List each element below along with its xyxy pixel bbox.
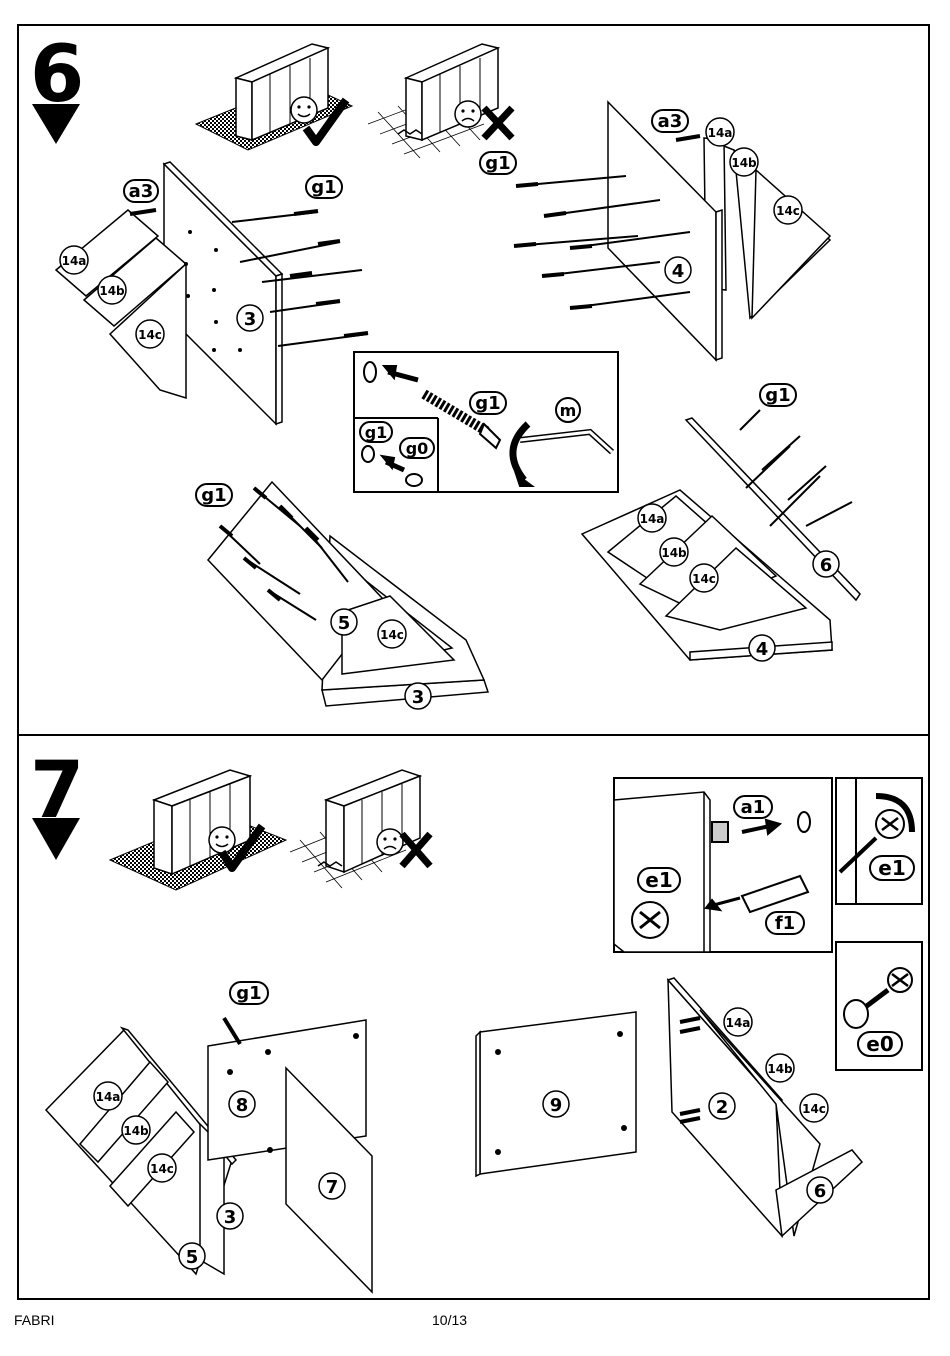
label-3: 3 — [224, 1207, 237, 1228]
footer-brand: FABRI — [14, 1312, 54, 1328]
incorrect-on-floor-icon — [368, 44, 512, 158]
label-g0: g0 — [406, 439, 429, 458]
label-4: 4 — [672, 261, 685, 282]
label-8: 8 — [236, 1095, 249, 1116]
label-5: 5 — [186, 1247, 199, 1268]
label-2: 2 — [716, 1097, 729, 1118]
label-a3: a3 — [129, 181, 154, 202]
label-a1: a1 — [741, 797, 766, 818]
cam-bolt-detail-inset — [354, 352, 618, 492]
label-g1: g1 — [311, 177, 336, 198]
label-e1: e1 — [645, 868, 672, 892]
label-14b: 14b — [731, 156, 757, 170]
label-14a: 14a — [96, 1090, 121, 1104]
step-6-arrow-icon — [32, 104, 80, 144]
label-6: 6 — [814, 1181, 827, 1202]
panel-2-panel-6-assembly-drawing — [668, 978, 862, 1236]
panel-4-panel-6-assembly-drawing — [582, 410, 860, 660]
label-14a: 14a — [640, 512, 665, 526]
label-g1: g1 — [236, 983, 261, 1004]
label-14a: 14a — [62, 254, 87, 268]
label-14c: 14c — [692, 572, 716, 586]
label-f1: f1 — [775, 913, 795, 934]
label-14a: 14a — [726, 1016, 751, 1030]
label-9: 9 — [550, 1095, 563, 1116]
label-14c: 14c — [380, 628, 404, 642]
label-14a: 14a — [708, 126, 733, 140]
label-g1: g1 — [201, 485, 226, 506]
label-14c: 14c — [802, 1102, 826, 1116]
label-3: 3 — [244, 309, 257, 330]
label-g1: g1 — [365, 423, 388, 442]
back-panel-assembly-drawing — [46, 1012, 636, 1292]
correct-on-rug-icon — [196, 44, 352, 150]
label-14b: 14b — [123, 1124, 149, 1138]
step-7-arrow-icon — [32, 818, 80, 860]
label-14c: 14c — [776, 204, 800, 218]
panel-4-with-shelves-drawing — [514, 102, 830, 360]
correct-on-rug-icon-2 — [110, 770, 286, 890]
label-14b: 14b — [767, 1062, 793, 1076]
label-14c: 14c — [138, 328, 162, 342]
label-a3: a3 — [658, 111, 683, 132]
label-g1: g1 — [765, 385, 790, 406]
label-7: 7 — [326, 1177, 339, 1198]
footer-page-number: 10/13 — [432, 1312, 467, 1328]
label-e0: e0 — [866, 1032, 893, 1056]
label-14b: 14b — [661, 546, 687, 560]
label-5: 5 — [338, 613, 351, 634]
panel-5-assembly-drawing — [208, 482, 488, 706]
label-g1: g1 — [485, 153, 510, 174]
label-14c: 14c — [150, 1162, 174, 1176]
label-6: 6 — [820, 555, 833, 576]
label-m: m — [560, 401, 577, 420]
label-3: 3 — [412, 687, 425, 708]
incorrect-on-floor-icon-2 — [290, 770, 430, 888]
label-4: 4 — [756, 639, 769, 660]
label-e1: e1 — [878, 856, 905, 880]
label-g1: g1 — [475, 393, 500, 414]
label-14b: 14b — [99, 284, 125, 298]
